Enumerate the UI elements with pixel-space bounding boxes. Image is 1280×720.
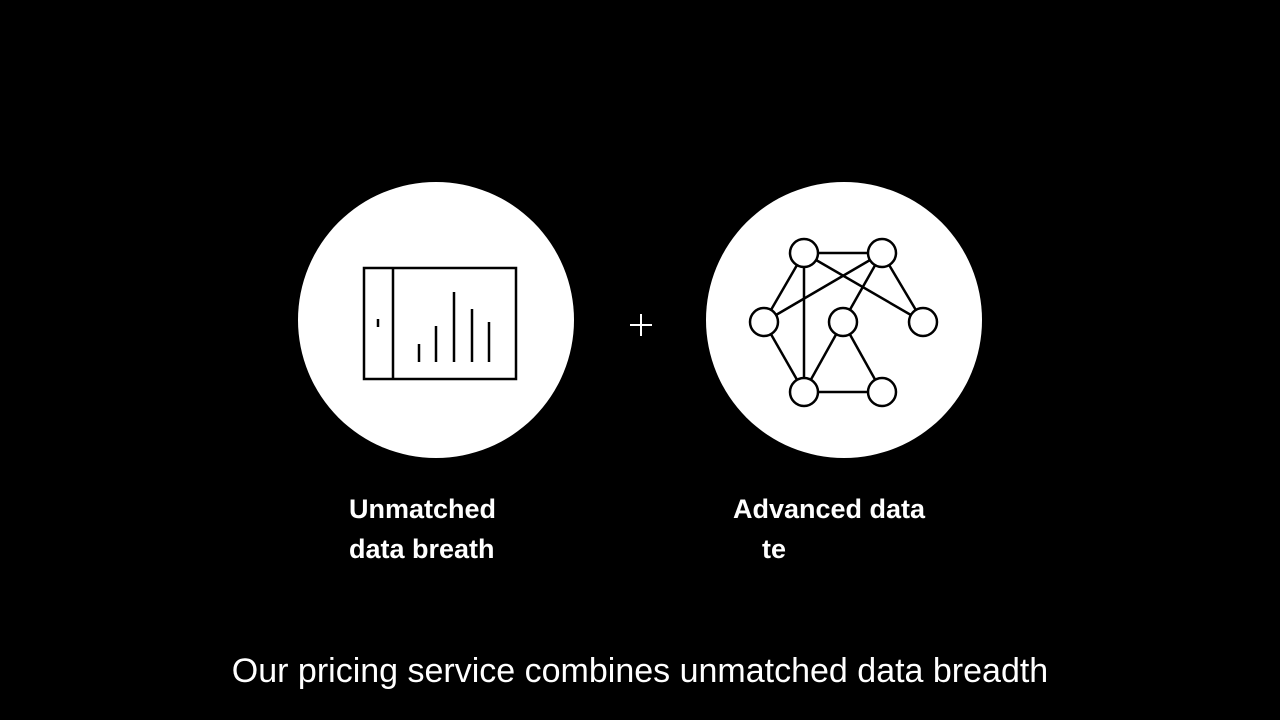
subtitle-caption: Our pricing service combines unmatched d… xyxy=(231,652,1049,690)
bar-chart-panel-icon xyxy=(362,266,518,381)
left-feature-circle xyxy=(298,182,574,458)
right-feature-label-line2: te xyxy=(762,534,787,564)
plus-icon xyxy=(630,314,652,336)
right-feature-label-line1: Advanced data xyxy=(733,494,926,524)
left-feature-label: Unmatched data breath xyxy=(349,494,497,564)
network-graph-icon xyxy=(748,237,939,408)
right-feature-circle xyxy=(706,182,982,458)
